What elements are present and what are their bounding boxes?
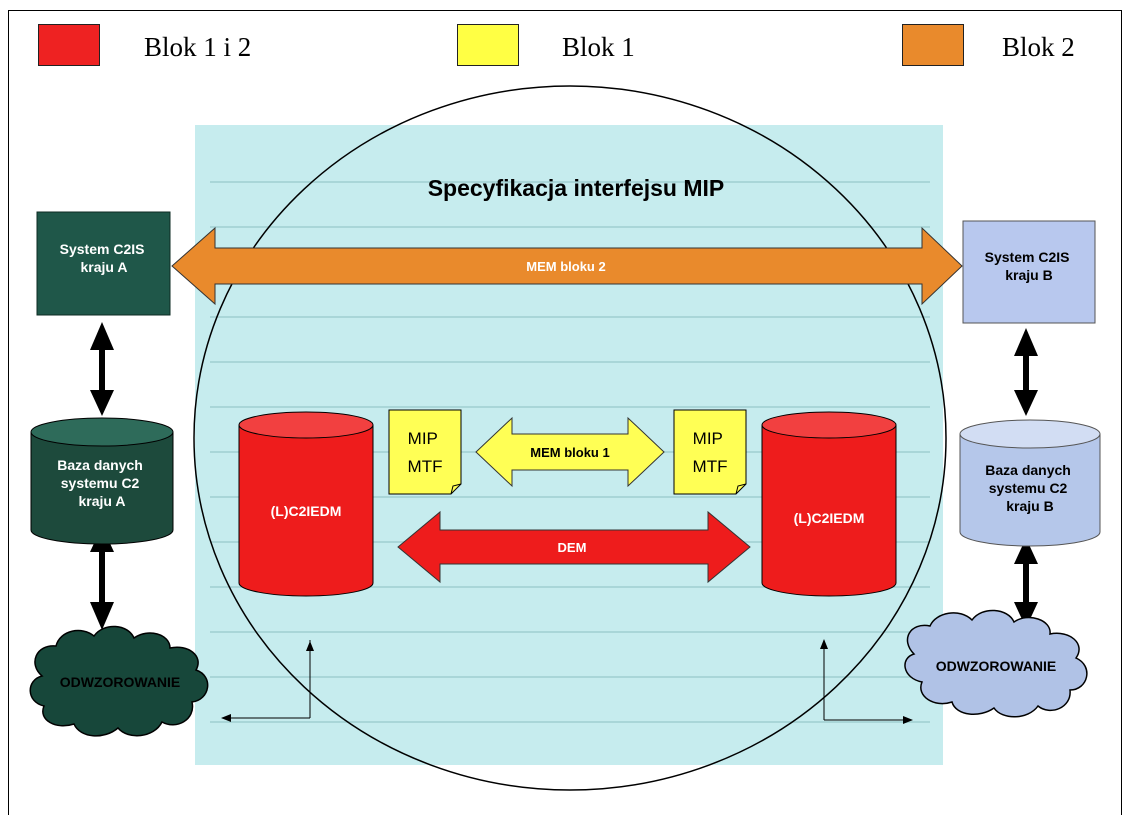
legend-label-blok-1-2: Blok 1 i 2	[144, 32, 252, 62]
legend-label-blok-1: Blok 1	[562, 32, 635, 62]
left-mapping-cloud	[29, 625, 209, 737]
left-database-label: Baza danych systemu C2 kraju A	[57, 457, 146, 509]
mem-block2-arrow	[171, 226, 963, 306]
mip-interface-ellipse	[193, 85, 947, 791]
right-c2iedm-cylinder	[761, 411, 897, 597]
right-mapping-label: ODWZOROWANIE	[936, 658, 1057, 674]
legend-swatch-blok-1-2	[38, 24, 100, 66]
right-system-box	[962, 220, 1096, 324]
left-database-cylinder	[30, 417, 174, 545]
left-mtf-label: MIP MTF	[408, 429, 443, 476]
left-mapping-label: ODWZOROWANIE	[60, 674, 181, 690]
right-mtf-label: MIP MTF	[693, 429, 728, 476]
right-system-db-arrow	[1014, 328, 1038, 416]
right-mtf-fold	[735, 483, 747, 495]
dem-arrow	[397, 510, 751, 584]
left-system-db-arrow	[90, 322, 114, 416]
dem-label: DEM	[558, 540, 587, 555]
right-system-label: System C2IS kraju B	[985, 249, 1074, 283]
right-mapping-cloud	[904, 609, 1088, 718]
left-system-box	[36, 211, 171, 316]
mem-block1-arrow	[475, 416, 665, 488]
legend-swatch-blok-1	[457, 24, 519, 66]
left-c2iedm-label: (L)C2IEDM	[271, 503, 342, 519]
right-database-cylinder	[959, 419, 1101, 547]
left-mtf-fold	[450, 483, 462, 495]
diagram-frame	[8, 10, 1122, 815]
legend-swatch-blok-2	[902, 24, 964, 66]
mem-block1-label: MEM bloku 1	[530, 445, 609, 460]
left-c2iedm-cylinder	[238, 411, 374, 597]
right-database-label: Baza danych systemu C2 kraju B	[985, 462, 1074, 514]
diagram-title: Specyfikacja interfejsu MIP	[428, 175, 725, 201]
right-mtf-document	[673, 409, 747, 495]
legend-label-blok-2: Blok 2	[1002, 32, 1075, 62]
left-mtf-document	[388, 409, 462, 495]
right-db-mapping-arrow	[1014, 538, 1038, 628]
left-system-label: System C2IS kraju A	[60, 241, 149, 275]
right-c2iedm-label: (L)C2IEDM	[794, 510, 865, 526]
mem-block2-label: MEM bloku 2	[526, 259, 605, 274]
